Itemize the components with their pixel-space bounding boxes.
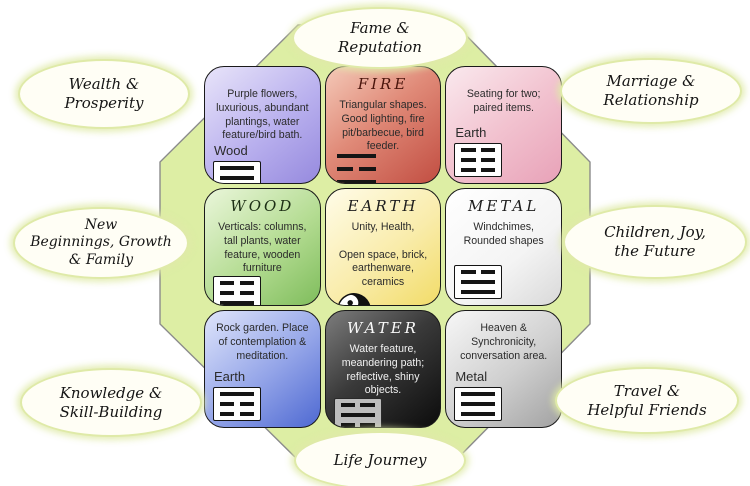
element-label: Earth [455, 125, 487, 140]
tile-heading: WOOD [230, 197, 295, 215]
tile-description: Water feature, meandering path; reflecti… [341, 343, 425, 397]
qian-heaven-trigram-icon [454, 387, 503, 421]
area-ellipse-marriage-relationship: Marriage & Relationship [560, 58, 742, 124]
element-label: Wood [214, 143, 248, 159]
xun-wind-trigram-icon [213, 161, 261, 183]
area-ellipse-fame-reputation: Fame & Reputation [292, 7, 468, 69]
element-label: Metal [455, 369, 488, 384]
area-label: Fame & Reputation [338, 19, 422, 56]
tile-heading: EARTH [347, 197, 419, 215]
bagua-tile-grid: Purple flowers, luxurious, abundant plan… [204, 66, 562, 428]
area-label: Wealth & Prosperity [64, 75, 144, 112]
kan-water-trigram-icon [333, 398, 382, 427]
tile-description: Purple flowers, luxurious, abundant plan… [216, 88, 309, 142]
element-label: Earth [214, 369, 246, 384]
tile-description: Seating for two; paired items. [466, 88, 541, 114]
gen-mountain-trigram-icon [213, 387, 261, 421]
area-ellipse-new-beginnings-family: New Beginnings, Growth & Family [13, 207, 189, 279]
area-label: New Beginnings, Growth & Family [30, 216, 172, 268]
area-label: Children, Joy, the Future [604, 223, 706, 260]
zhen-thunder-trigram-icon [213, 276, 261, 305]
tile-description: Heaven & Synchronicity, conversation are… [460, 322, 548, 362]
tile-knowledge-earth: Rock garden. Place of contemplation & me… [204, 310, 321, 428]
tile-heading: METAL [468, 197, 540, 215]
tile-center-earth: EARTH Unity, Health, Open space, brick, … [324, 188, 442, 306]
tile-description: Rock garden. Place of contemplation & me… [216, 322, 309, 362]
tile-family-wood: WOOD Verticals: columns, tall plants, wa… [204, 188, 321, 306]
tile-marriage-earth: Seating for two; paired items. Earth [445, 66, 562, 184]
kun-earth-trigram-icon [454, 143, 503, 177]
tile-description: Unity, Health, Open space, brick, earthe… [338, 221, 428, 289]
area-ellipse-travel-helpful-friends: Travel & Helpful Friends [555, 367, 739, 434]
li-fire-trigram-icon [336, 154, 376, 183]
tile-career-water: WATER Water feature, meandering path; re… [324, 310, 442, 428]
area-label: Travel & Helpful Friends [587, 381, 707, 419]
tile-description: Windchimes, Rounded shapes [463, 221, 544, 247]
tile-travel-metal: Heaven & Synchronicity, conversation are… [445, 310, 562, 428]
dui-lake-trigram-icon [454, 265, 503, 299]
area-label: Life Journey [333, 451, 427, 470]
tile-description: Triangular shapes. Good lighting, fire p… [339, 99, 427, 153]
area-ellipse-knowledge-skill-building: Knowledge & Skill-Building [20, 368, 202, 437]
tile-children-metal: METAL Windchimes, Rounded shapes [445, 188, 562, 306]
area-ellipse-life-journey: Life Journey [294, 431, 466, 486]
area-label: Knowledge & Skill-Building [59, 383, 163, 421]
yin-yang-icon [336, 292, 371, 305]
tile-fame-fire: FIRE Triangular shapes. Good lighting, f… [324, 66, 442, 184]
tile-heading: WATER [347, 319, 419, 337]
area-label: Marriage & Relationship [603, 72, 699, 109]
area-ellipse-wealth-prosperity: Wealth & Prosperity [18, 59, 190, 129]
tile-wealth-wood: Purple flowers, luxurious, abundant plan… [204, 66, 321, 184]
tile-heading: FIRE [357, 75, 409, 93]
tile-description: Verticals: columns, tall plants, water f… [218, 221, 307, 275]
area-ellipse-children-joy-future: Children, Joy, the Future [563, 205, 747, 279]
